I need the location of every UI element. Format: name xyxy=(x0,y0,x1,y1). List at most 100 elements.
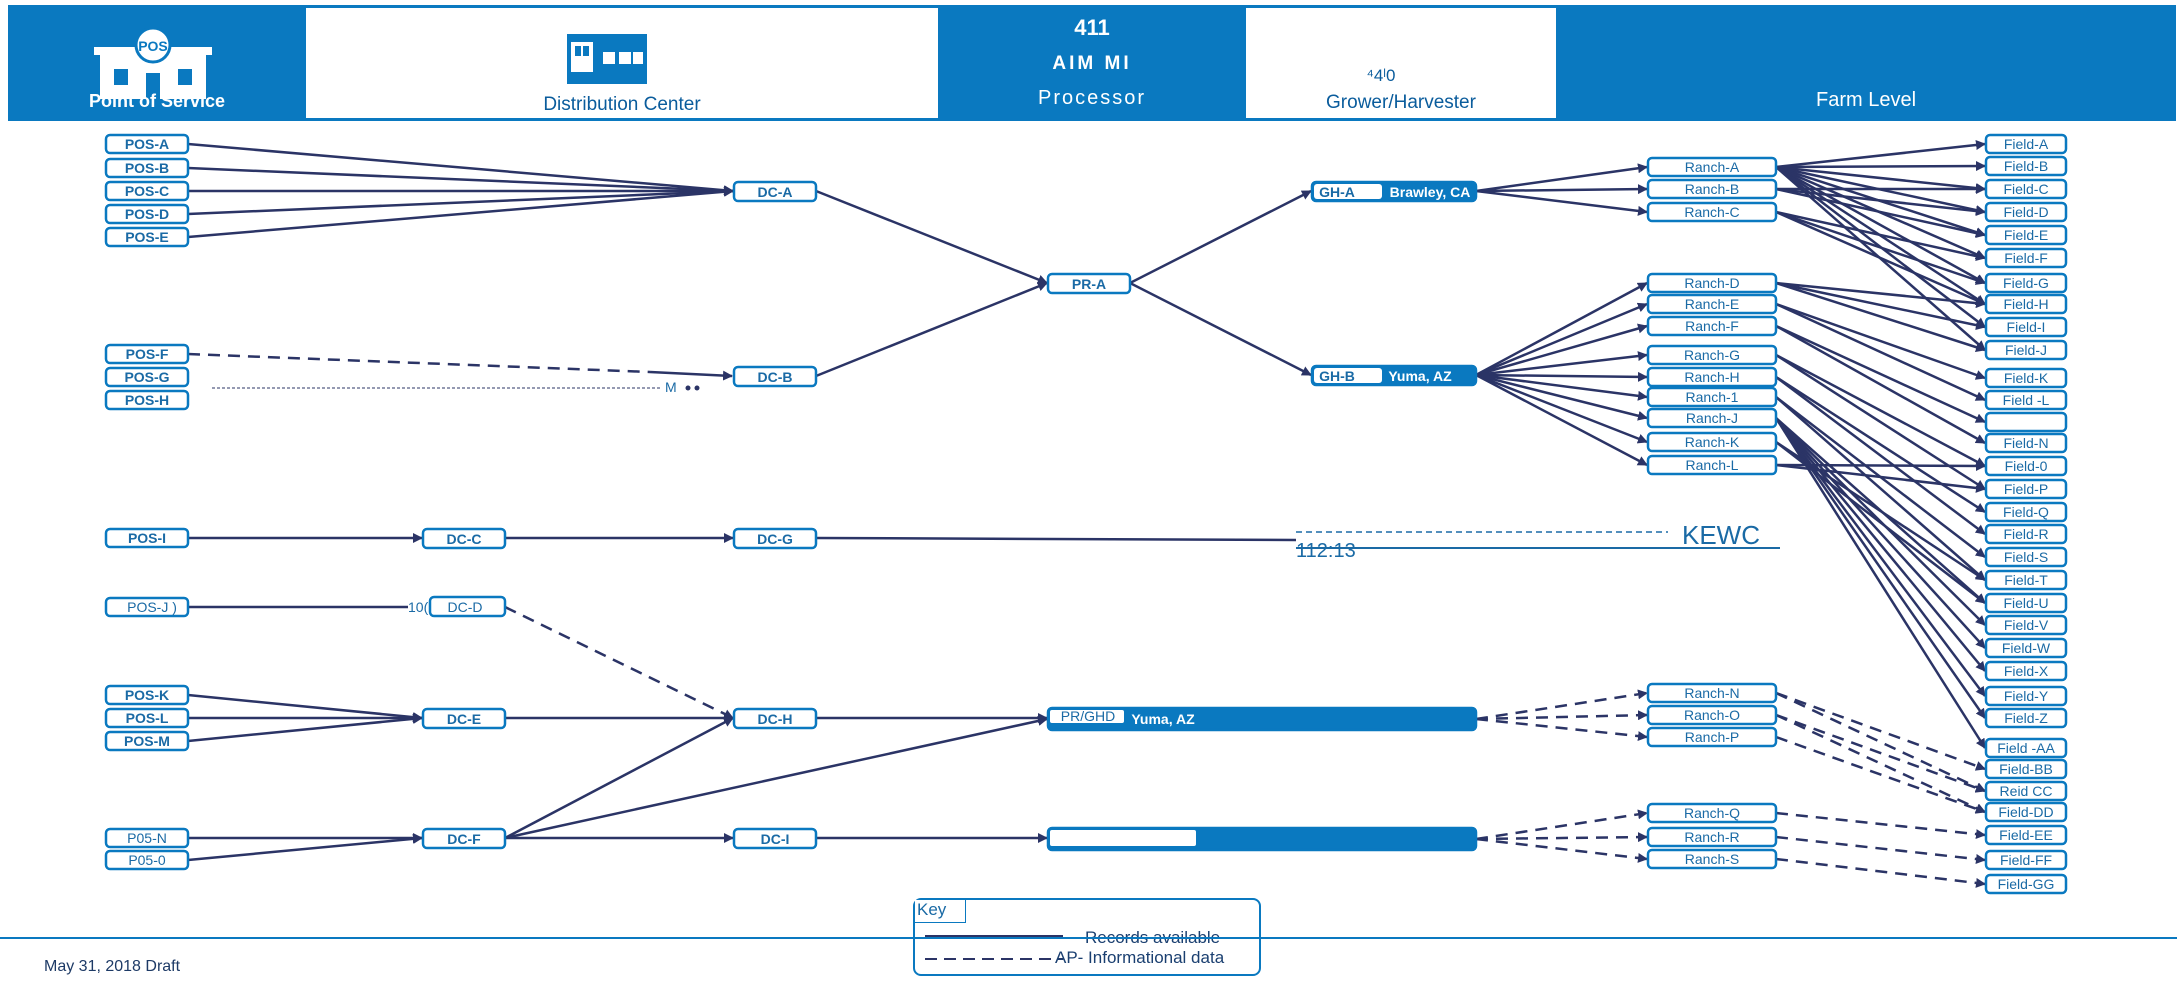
svg-text:10(: 10( xyxy=(408,599,429,615)
dot-marker-1 xyxy=(685,385,691,391)
edge-solid xyxy=(1774,417,1987,749)
header-processor-label: Processor xyxy=(1037,87,1147,109)
node-ranch-11: Ranch-K xyxy=(1646,431,1778,453)
node-field-7: Field-G xyxy=(1984,272,2068,294)
node-ranch-4: Ranch-D xyxy=(1646,272,1778,294)
node-field-23: Field-W xyxy=(1984,637,2068,659)
node-field-31: Field-EE xyxy=(1984,824,2068,846)
supply-chain-diagram: POS-A POS-B POS-C POS-D POS-E POS-F POS-… xyxy=(104,133,2068,895)
node-ranch-1: Ranch-A xyxy=(1646,156,1778,178)
edge-solid xyxy=(187,693,423,723)
edge-solid xyxy=(1775,187,1986,238)
edge-dashed xyxy=(1475,832,1648,843)
edge-solid xyxy=(1775,302,1986,380)
node-ranch-9: Ranch-1 xyxy=(1646,386,1778,408)
header-grower-top: ⁴4ˡ0 xyxy=(1366,66,1396,85)
node-field-19: Field-S xyxy=(1984,546,2068,568)
edge-dashed xyxy=(1775,691,1986,771)
edge-solid xyxy=(1775,417,1986,649)
node-field-27: Field -AA xyxy=(1984,737,2068,759)
edge-solid xyxy=(1775,324,1986,424)
svg-text:Field-S: Field-S xyxy=(2004,549,2048,565)
svg-text:Field-P: Field-P xyxy=(2004,481,2048,497)
svg-text:POS-K: POS-K xyxy=(125,687,169,703)
svg-text:Field-X: Field-X xyxy=(2004,663,2049,679)
edge-dashed xyxy=(1475,837,1648,863)
edge-solid xyxy=(1775,165,1986,285)
svg-text:Ranch-L: Ranch-L xyxy=(1686,457,1739,473)
storefront-icon: POS xyxy=(94,27,212,99)
node-ranch-17: Ranch-R xyxy=(1646,826,1778,848)
node-field-29: Reid CC xyxy=(1984,780,2068,802)
edge-solid xyxy=(187,186,734,239)
header-farm-label: Farm Level xyxy=(1815,89,1917,111)
edge-dashed xyxy=(1775,735,1986,814)
header-pos: POS Point of Service xyxy=(8,5,306,121)
svg-text:Yuma, AZ: Yuma, AZ xyxy=(1131,711,1195,727)
svg-text:Field-E: Field-E xyxy=(2004,227,2048,243)
node-ranch-13: Ranch-N xyxy=(1646,682,1778,704)
node-ranch-18: Ranch-S xyxy=(1646,848,1778,870)
edge-solid xyxy=(187,833,423,862)
node-field-28: Field-BB xyxy=(1984,758,2068,780)
node-ranch-12: Ranch-L xyxy=(1646,454,1778,476)
svg-text:Field-K: Field-K xyxy=(2004,370,2049,386)
edge-solid xyxy=(1475,371,1648,382)
svg-text:Field-T: Field-T xyxy=(2004,572,2048,588)
svg-text:Ranch-F: Ranch-F xyxy=(1685,318,1739,334)
edge-solid xyxy=(1775,210,1986,261)
node-field-13 xyxy=(1984,411,2068,433)
edge-solid xyxy=(1775,140,1986,169)
header-band: POS Point of Service Distribution Center… xyxy=(8,5,2176,121)
header-dc-label: Distribution Center xyxy=(543,94,701,115)
svg-text:Field-Q: Field-Q xyxy=(2003,504,2049,520)
edge-solid xyxy=(1775,281,1986,331)
edge-dashed xyxy=(1775,713,1986,793)
svg-text:POS-C: POS-C xyxy=(125,183,169,199)
warehouse-icon xyxy=(567,34,647,84)
edge-solid xyxy=(187,186,734,216)
node-field-22: Field-V xyxy=(1984,614,2068,636)
node-ranch-6: Ranch-F xyxy=(1646,315,1778,337)
header-farm: Farm Level xyxy=(1556,5,2176,121)
edge-solid xyxy=(815,189,1048,285)
footer-rule xyxy=(0,937,2177,939)
node-field-3: Field-C xyxy=(1984,178,2068,200)
node-pos-m: POS-M xyxy=(104,730,190,752)
svg-text:POS-L: POS-L xyxy=(126,710,169,726)
node-field-10: Field-J xyxy=(1984,339,2068,361)
node-field-11: Field-K xyxy=(1984,367,2068,389)
node-dc-c: DC-C xyxy=(421,527,507,550)
node-pos-h: POS-H xyxy=(104,389,190,411)
svg-text:Field-D: Field-D xyxy=(2003,204,2048,220)
edge-solid xyxy=(1475,373,1648,401)
edge-solid xyxy=(1775,417,1986,697)
node-dc-b: DC-B xyxy=(732,365,818,388)
node-field-24: Field-X xyxy=(1984,660,2068,682)
node-ranch-15: Ranch-P xyxy=(1646,726,1778,748)
edge-solid xyxy=(1475,373,1648,444)
node-field-21: Field-U xyxy=(1984,592,2068,614)
svg-text:Ranch-N: Ranch-N xyxy=(1684,685,1739,701)
svg-text:Field-G: Field-G xyxy=(2003,275,2049,291)
edge-solid xyxy=(1775,463,1986,493)
node-pos-a: POS-A xyxy=(104,133,190,155)
svg-text:Field-BB: Field-BB xyxy=(1999,761,2053,777)
header-processor-top: 411 xyxy=(1074,15,1110,40)
node-pos-n: P05-N xyxy=(104,827,190,849)
node-pos-0: P05-0 xyxy=(104,849,190,871)
node-pr-a: PR-A xyxy=(1046,272,1132,295)
edge-dashed xyxy=(1475,689,1648,721)
edge-solid xyxy=(1775,324,1986,445)
svg-text:POS-G: POS-G xyxy=(124,369,169,385)
node-field-4: Field-D xyxy=(1984,201,2068,223)
svg-text:POS-F: POS-F xyxy=(126,346,169,362)
svg-text:Field -L: Field -L xyxy=(2003,392,2050,408)
node-field-32: Field-FF xyxy=(1984,849,2068,871)
edge-dashed xyxy=(1475,809,1648,841)
draft-date: May 31, 2018 Draft xyxy=(44,958,181,975)
edge-solid xyxy=(504,716,1048,840)
svg-text:POS-B: POS-B xyxy=(125,160,169,176)
